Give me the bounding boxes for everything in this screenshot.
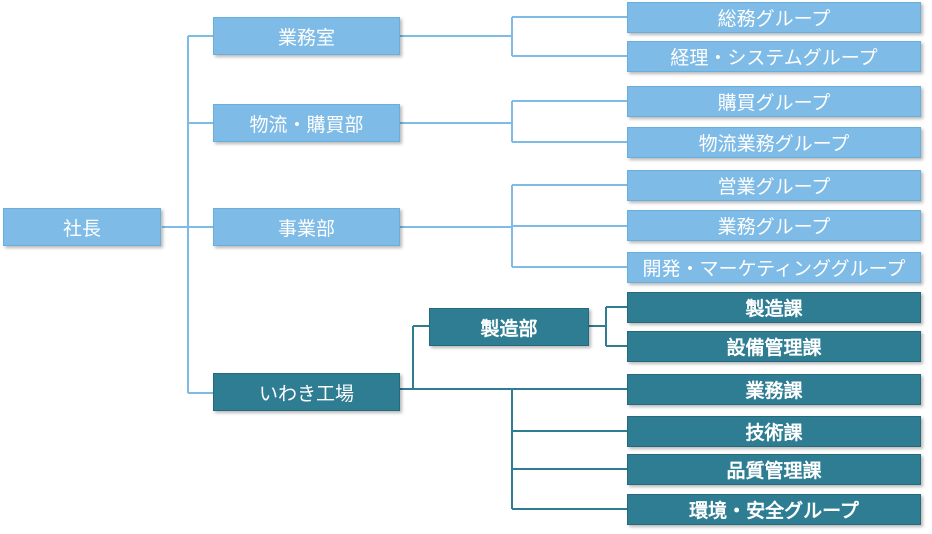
group-kaihatsu-marketing: 開発・マーケティンググループ	[627, 252, 921, 283]
president-box: 社長	[3, 208, 161, 246]
group-butsuryu-gyomu: 物流業務グループ	[627, 127, 921, 158]
section-gyomuka: 業務課	[627, 374, 921, 405]
group-kobai: 購買グループ	[627, 86, 921, 117]
butsuryu-kobai-box: 物流・購買部	[213, 104, 400, 142]
section-gijutsu: 技術課	[627, 416, 921, 447]
group-kankyo-anzen: 環境・安全グループ	[627, 494, 921, 525]
section-seizoka: 製造課	[627, 292, 921, 323]
group-keiri-system: 経理・システムグループ	[627, 41, 921, 72]
group-gyomu: 業務グループ	[627, 210, 921, 241]
iwaki-factory-box: いわき工場	[213, 373, 400, 411]
section-hinshitsu-kanri: 品質管理課	[627, 454, 921, 485]
jigyobu-box: 事業部	[213, 208, 400, 246]
group-eigyo: 営業グループ	[627, 170, 921, 201]
seizobu-box: 製造部	[429, 308, 589, 346]
group-somu: 総務グループ	[627, 2, 921, 33]
section-setsubi-kanri: 設備管理課	[627, 331, 921, 362]
gyomushitsu-box: 業務室	[213, 17, 400, 55]
